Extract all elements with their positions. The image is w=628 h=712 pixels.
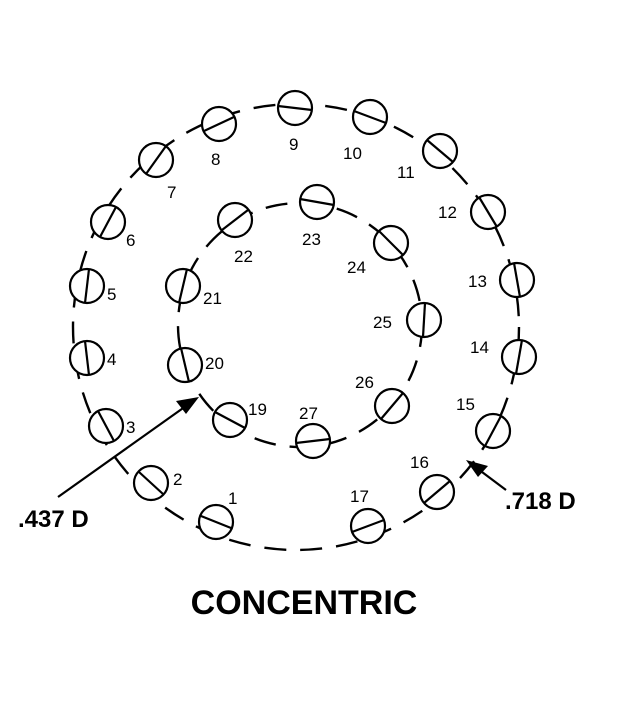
pin-number-17: 17 [350, 487, 369, 506]
outer-contact-10: 10 [343, 98, 389, 163]
pin-number-12: 12 [438, 203, 457, 222]
inner-contact-20: 20 [166, 346, 224, 384]
outer-contact-5: 5 [68, 267, 116, 305]
inner-contact-19: 19 [211, 400, 267, 439]
inner-contact-23: 23 [298, 183, 336, 249]
pin-number-9: 9 [289, 135, 298, 154]
inner-contact-22: 22 [216, 201, 254, 266]
pin-number-25: 25 [373, 313, 392, 332]
outer-contact-9: 9 [276, 89, 314, 154]
pin-number-27: 27 [299, 404, 318, 423]
inner-contact-27: 27 [294, 404, 332, 460]
pin-number-3: 3 [126, 418, 135, 437]
pin-number-4: 4 [107, 350, 116, 369]
pin-number-11: 11 [397, 163, 415, 182]
outer-contact-1: 1 [197, 489, 237, 541]
pin-number-23: 23 [302, 230, 321, 249]
inner-contact-25: 25 [373, 301, 443, 339]
outer-contact-2: 2 [132, 464, 182, 502]
inner-contact-24: 24 [347, 224, 410, 277]
inner-contact-21: 21 [164, 267, 222, 308]
outer-contact-12: 12 [438, 193, 507, 231]
pin-number-2: 2 [173, 470, 182, 489]
inner-contact-26: 26 [355, 373, 411, 425]
inner-dimension-label: .437 D [18, 506, 89, 533]
pin-number-8: 8 [211, 150, 220, 169]
outer-contact-16: 16 [410, 453, 456, 511]
pin-number-7: 7 [167, 183, 176, 202]
outer-contact-3: 3 [87, 407, 135, 445]
pin-number-13: 13 [468, 272, 487, 291]
outer-contact-11: 11 [397, 132, 459, 182]
pin-number-14: 14 [470, 338, 489, 357]
outer-contact-13: 13 [468, 261, 536, 299]
outer-dimension-label: .718 D [505, 488, 576, 515]
outer-dimension-leader [466, 460, 507, 491]
pin-number-26: 26 [355, 373, 374, 392]
pin-number-21: 21 [203, 289, 222, 308]
pin-number-22: 22 [234, 247, 253, 266]
pin-number-1: 1 [228, 489, 237, 508]
pin-number-5: 5 [107, 285, 116, 304]
outer-contact-6: 6 [89, 203, 135, 250]
pin-number-16: 16 [410, 453, 429, 472]
pin-number-20: 20 [205, 354, 224, 373]
outer-contact-7: 7 [137, 141, 176, 202]
pin-number-10: 10 [343, 144, 362, 163]
pin-number-15: 15 [456, 395, 475, 414]
pin-number-24: 24 [347, 258, 366, 277]
pin-number-6: 6 [126, 231, 135, 250]
inner-dimension-leader [57, 397, 199, 498]
outer-contact-14: 14 [470, 338, 538, 376]
pin-number-19: 19 [248, 400, 267, 419]
outer-contact-15: 15 [456, 395, 512, 450]
outer-contact-8: 8 [200, 105, 238, 169]
diagram-title: CONCENTRIC [191, 584, 418, 622]
outer-contact-17: 17 [349, 487, 387, 545]
outer-contact-4: 4 [68, 339, 116, 377]
